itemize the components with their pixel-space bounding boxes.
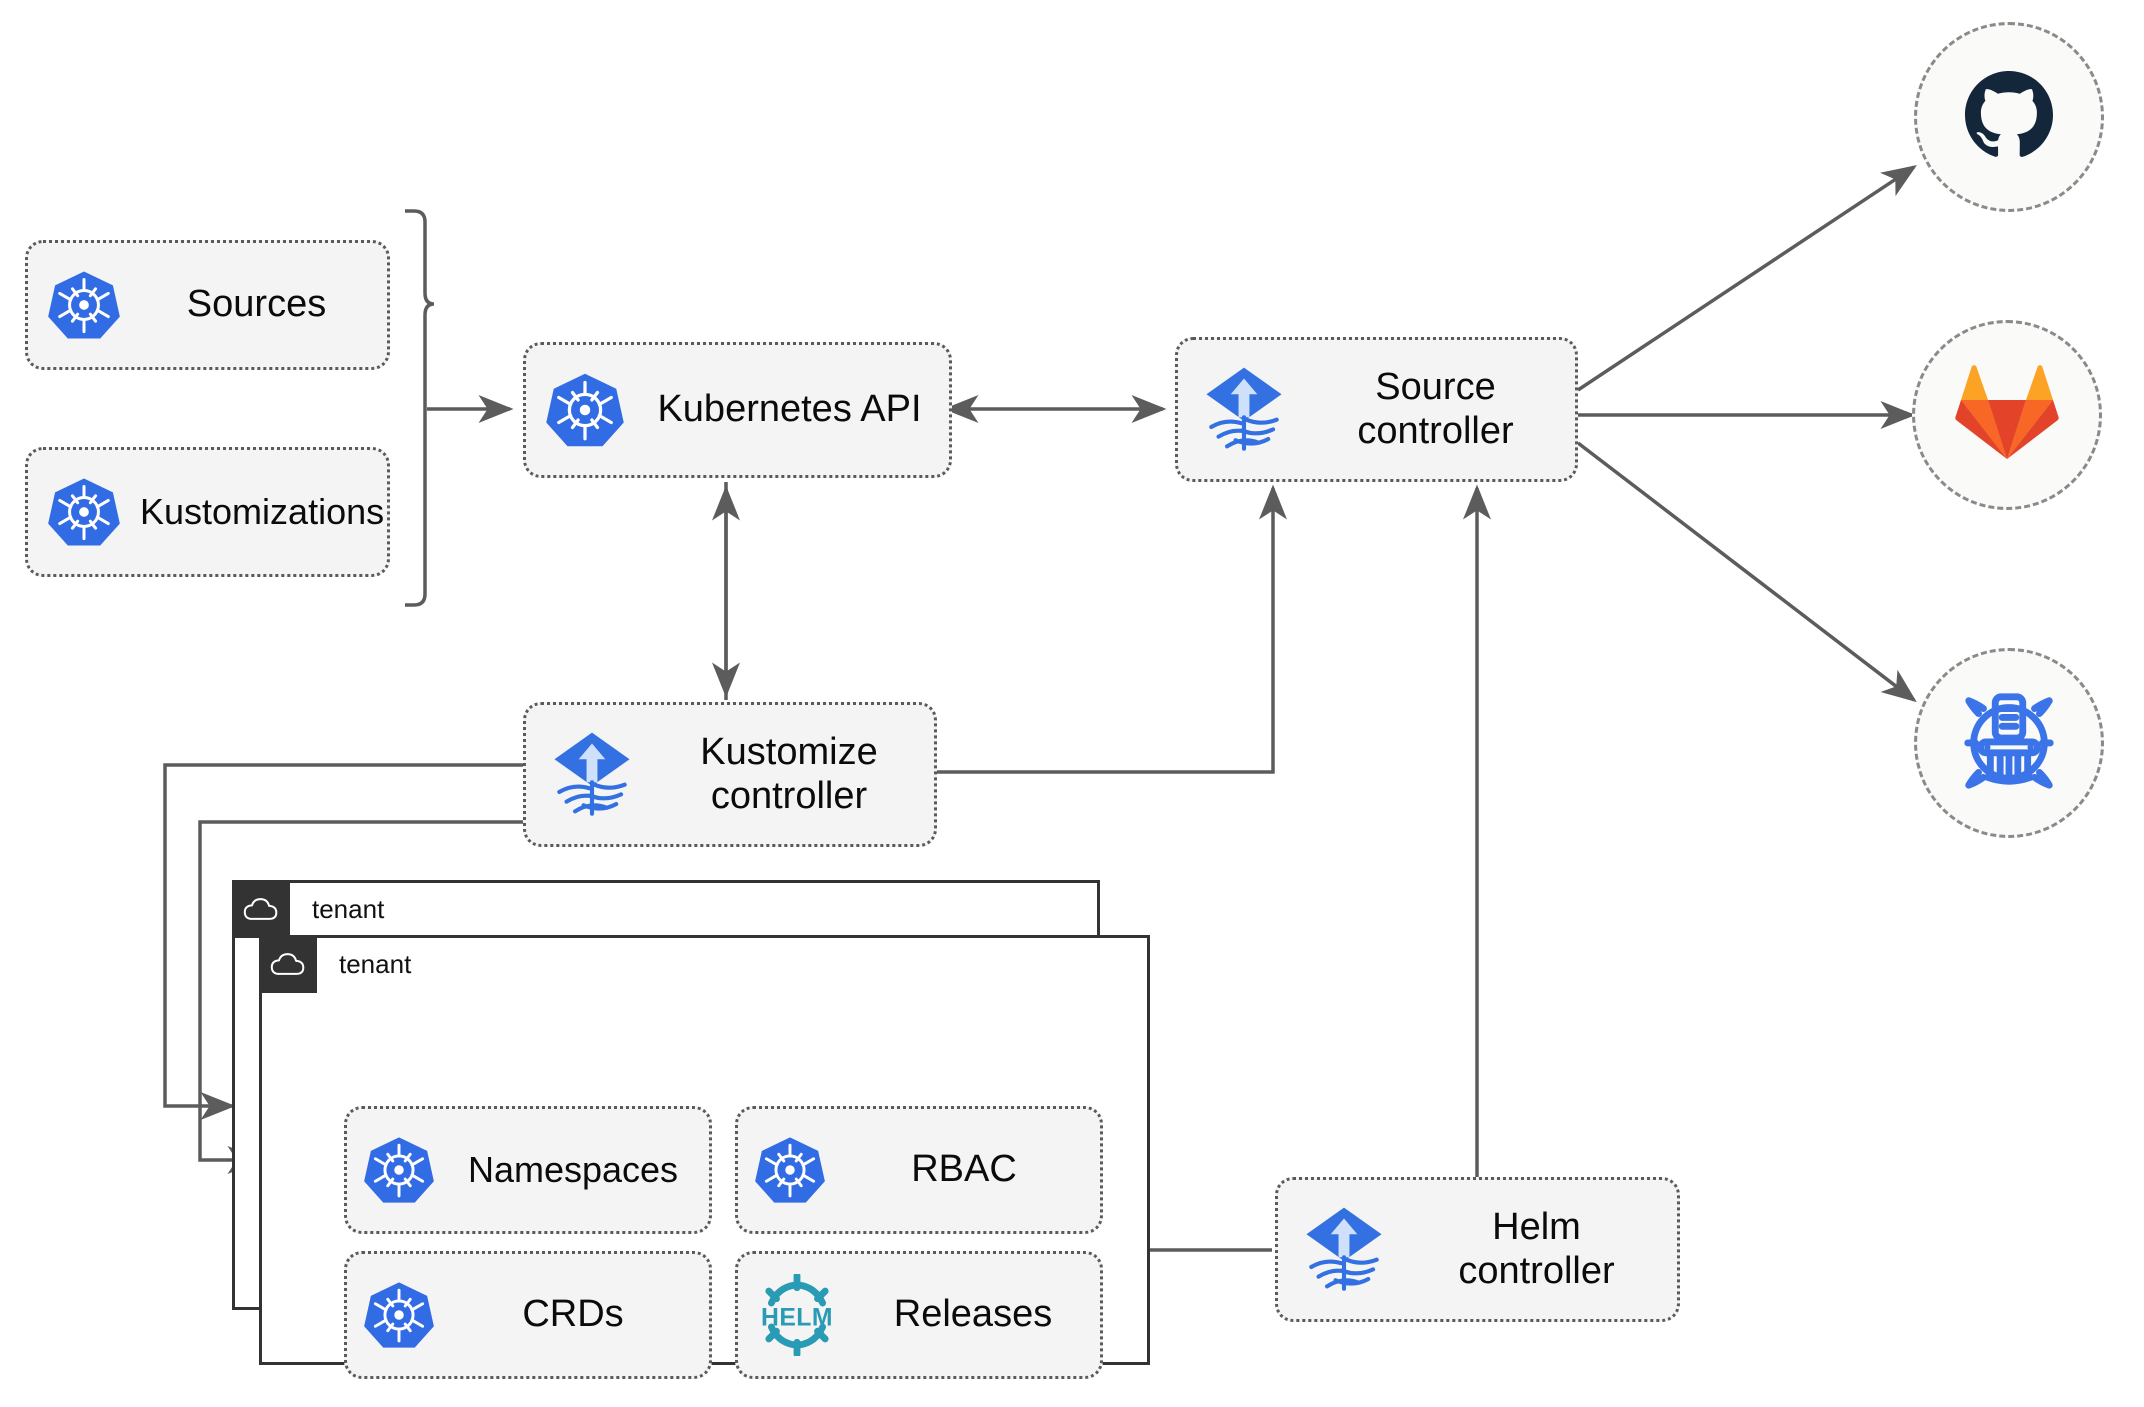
node-releases[interactable]: HELM Releases xyxy=(735,1251,1103,1379)
github-icon xyxy=(1959,65,2059,170)
cloud-icon xyxy=(232,880,290,938)
node-label: Releases xyxy=(893,1293,1053,1336)
gitlab-icon xyxy=(1955,364,2059,467)
kubernetes-icon xyxy=(738,1134,842,1206)
node-label: Kustomize controller xyxy=(700,730,878,817)
helm-icon: HELM xyxy=(738,1274,856,1356)
node-label: Kubernetes API xyxy=(657,388,922,431)
endpoint-gitlab[interactable] xyxy=(1912,320,2102,510)
node-label: Helm controller xyxy=(1458,1205,1615,1292)
flux-icon xyxy=(1278,1204,1410,1296)
kubernetes-icon xyxy=(28,475,140,549)
tenant-header: tenant xyxy=(232,880,384,938)
tenant-label: tenant xyxy=(312,893,385,924)
node-sources[interactable]: Sources xyxy=(25,240,390,370)
flux-icon xyxy=(1178,364,1310,456)
node-helm-controller[interactable]: Helm controller xyxy=(1275,1177,1680,1322)
tenant-header: tenant xyxy=(259,935,411,993)
helm-repo-icon xyxy=(1955,687,2063,800)
endpoint-helm-repository[interactable] xyxy=(1914,648,2104,838)
node-label: Sources xyxy=(186,283,327,326)
kubernetes-icon xyxy=(347,1134,451,1206)
svg-text:HELM: HELM xyxy=(761,1304,833,1331)
node-label: Kustomizations xyxy=(140,491,385,533)
kubernetes-icon xyxy=(347,1279,451,1351)
node-kustomizations[interactable]: Kustomizations xyxy=(25,447,390,577)
cloud-icon xyxy=(259,935,317,993)
node-kubernetes-api[interactable]: Kubernetes API xyxy=(523,342,952,478)
endpoint-github[interactable] xyxy=(1914,22,2104,212)
node-namespaces[interactable]: Namespaces xyxy=(344,1106,712,1234)
node-label: RBAC xyxy=(911,1148,1017,1191)
tenant-label: tenant xyxy=(339,948,412,979)
kubernetes-icon xyxy=(28,268,140,342)
flux-icon xyxy=(526,729,658,821)
node-label: Namespaces xyxy=(467,1149,679,1191)
node-kustomize-controller[interactable]: Kustomize controller xyxy=(523,702,937,847)
kubernetes-icon xyxy=(526,370,644,450)
node-crds[interactable]: CRDs xyxy=(344,1251,712,1379)
node-label: CRDs xyxy=(522,1293,624,1336)
node-rbac[interactable]: RBAC xyxy=(735,1106,1103,1234)
node-label: Source controller xyxy=(1357,365,1514,452)
node-source-controller[interactable]: Source controller xyxy=(1175,337,1578,482)
tenant-frame-inner: tenant Namespaces xyxy=(259,935,1150,1379)
